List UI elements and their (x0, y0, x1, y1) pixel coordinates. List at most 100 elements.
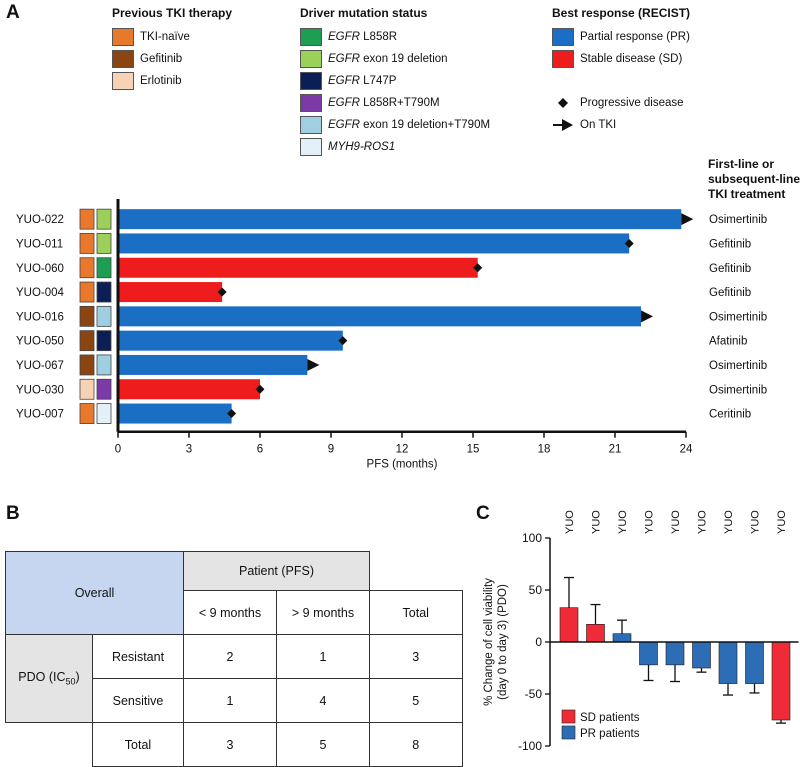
pfs-bar (118, 282, 223, 303)
prev-tki-cell (79, 354, 95, 376)
viability-bar (665, 641, 685, 666)
treatment-title: First-line or subsequent-line TKI treatm… (708, 157, 800, 202)
mutation-cell (96, 378, 112, 400)
patient-label: YUO-007 (16, 409, 64, 421)
panel-label-a: A (6, 2, 20, 23)
legend-pd-label: Progressive disease (580, 97, 684, 109)
legend-tki-item: TKI-naïve (112, 26, 232, 48)
y-tick-label: -100 (518, 739, 542, 753)
patient-label: YUO-011 (16, 238, 63, 250)
patient-label: YUO-067 (16, 360, 64, 372)
treatment-label: Osimertinib (709, 214, 767, 226)
legend-mutation-item: EGFR L747P (300, 70, 490, 92)
legend-tki-item-swatch (112, 50, 134, 68)
y-tick-label: 50 (529, 583, 543, 597)
mutation-cell (96, 208, 112, 230)
legend-mutation-item-label: EGFR exon 19 deletion+T790M (328, 119, 491, 131)
viability-bar (745, 641, 764, 684)
patient-label: YUO-022 (16, 214, 64, 226)
treatment-label: Afatinib (709, 336, 747, 348)
treatment-title-line-3: TKI treatment (708, 187, 786, 201)
pfs-bar (118, 354, 308, 375)
diamond-marker (338, 336, 348, 346)
table-cell: 5 (276, 722, 370, 767)
table-row-label: Resistant (92, 634, 184, 679)
pfs-bar (118, 257, 478, 278)
y-tick-label: 0 (535, 635, 542, 649)
legend-tki-item-swatch (112, 28, 134, 46)
legend-tki-item: Gefitinib (112, 48, 232, 70)
patient-label: YUO-004 (16, 287, 65, 299)
mutation-cell (96, 354, 112, 376)
treatment-label: Osimertinib (709, 360, 767, 372)
legend-mutation-item: MYH9-ROS1 (300, 136, 490, 158)
diamond-marker (217, 287, 227, 297)
viability-bar (771, 641, 791, 721)
treatment-label: Ceritinib (709, 409, 751, 421)
treatment-label: Osimertinib (709, 384, 767, 396)
legend-ontki: On TKI (552, 114, 690, 136)
arrow-marker (681, 213, 694, 226)
treatment-label: Osimertinib (709, 311, 767, 323)
diamond-marker (624, 238, 634, 248)
mutation-cell (96, 305, 112, 327)
treatment-label: Gefitinib (709, 238, 751, 250)
legend-label: PR patients (580, 728, 640, 740)
pdo-table: Overall Patient (PFS) < 9 months > 9 mon… (5, 551, 463, 767)
treatment-title-line-1: First-line or (708, 157, 775, 171)
x-tick-label: 9 (328, 444, 334, 456)
legend-response-item-label: Stable disease (SD) (580, 53, 683, 65)
prev-tki-cell (79, 305, 95, 327)
diamond-icon (558, 98, 568, 108)
patient-label: YUO-030 (16, 384, 64, 396)
y-tick-label: 100 (522, 531, 542, 545)
prev-tki-cell (79, 208, 95, 230)
table-row-label: Sensitive (92, 678, 184, 723)
x-tick-label: 18 (538, 444, 551, 456)
legend-mutation-item-label: EGFR L747P (328, 75, 397, 87)
legend-tki-item-swatch (112, 72, 134, 90)
table-row-header-sub: 50 (65, 676, 76, 687)
table-row-header-end: ) (75, 670, 80, 685)
legend-swatch (561, 709, 576, 724)
table-cell: 8 (369, 722, 463, 767)
x-tick-label: 6 (257, 444, 263, 456)
prev-tki-cell (79, 403, 95, 424)
pfs-bar (118, 306, 642, 327)
legend-tki-item-label: Gefitinib (140, 53, 183, 65)
legend-mutation-item-swatch (300, 116, 322, 134)
patient-label: YUO-016 (16, 311, 64, 323)
x-tick-label: 3 (186, 444, 192, 456)
pfs-bar (118, 379, 260, 400)
legend-mutation-item-label: MYH9-ROS1 (328, 141, 396, 153)
legend-mutation-item-label: EGFR exon 19 deletion (328, 53, 448, 65)
y-tick-label: -50 (525, 687, 543, 701)
table-cell: 3 (183, 722, 277, 767)
x-tick-label: 15 (467, 444, 480, 456)
table-cell: 3 (369, 634, 463, 679)
table-cell: 1 (183, 678, 277, 723)
legend-response-item-swatch (552, 50, 574, 68)
panel-label-c: C (476, 503, 490, 524)
legend-response-item: Stable disease (SD) (552, 48, 690, 70)
diamond-marker (227, 409, 237, 419)
pfs-bar (118, 403, 232, 424)
x-tick-label: 12 (396, 444, 409, 456)
prev-tki-cell (79, 233, 95, 254)
x-tick-label: 21 (609, 444, 622, 456)
legend-response-item-swatch (552, 28, 574, 46)
table-empty-cell (5, 722, 93, 767)
table-cell: 1 (276, 634, 370, 679)
y-axis-label: (day 0 to day 3) (PDO) (497, 584, 509, 700)
pfs-bar (118, 233, 630, 254)
table-col-lt9: < 9 months (183, 590, 277, 635)
table-row-header: PDO (IC50) (5, 634, 93, 723)
prev-tki-cell (79, 257, 95, 279)
pfs-bar (118, 330, 343, 351)
category-label: YUO-004 (564, 510, 576, 534)
legend-mutation-item-label: EGFR L858R (328, 31, 398, 43)
table-col-gt9: > 9 months (276, 590, 370, 635)
legend-response: Best response (RECIST) Partial response … (552, 6, 690, 136)
